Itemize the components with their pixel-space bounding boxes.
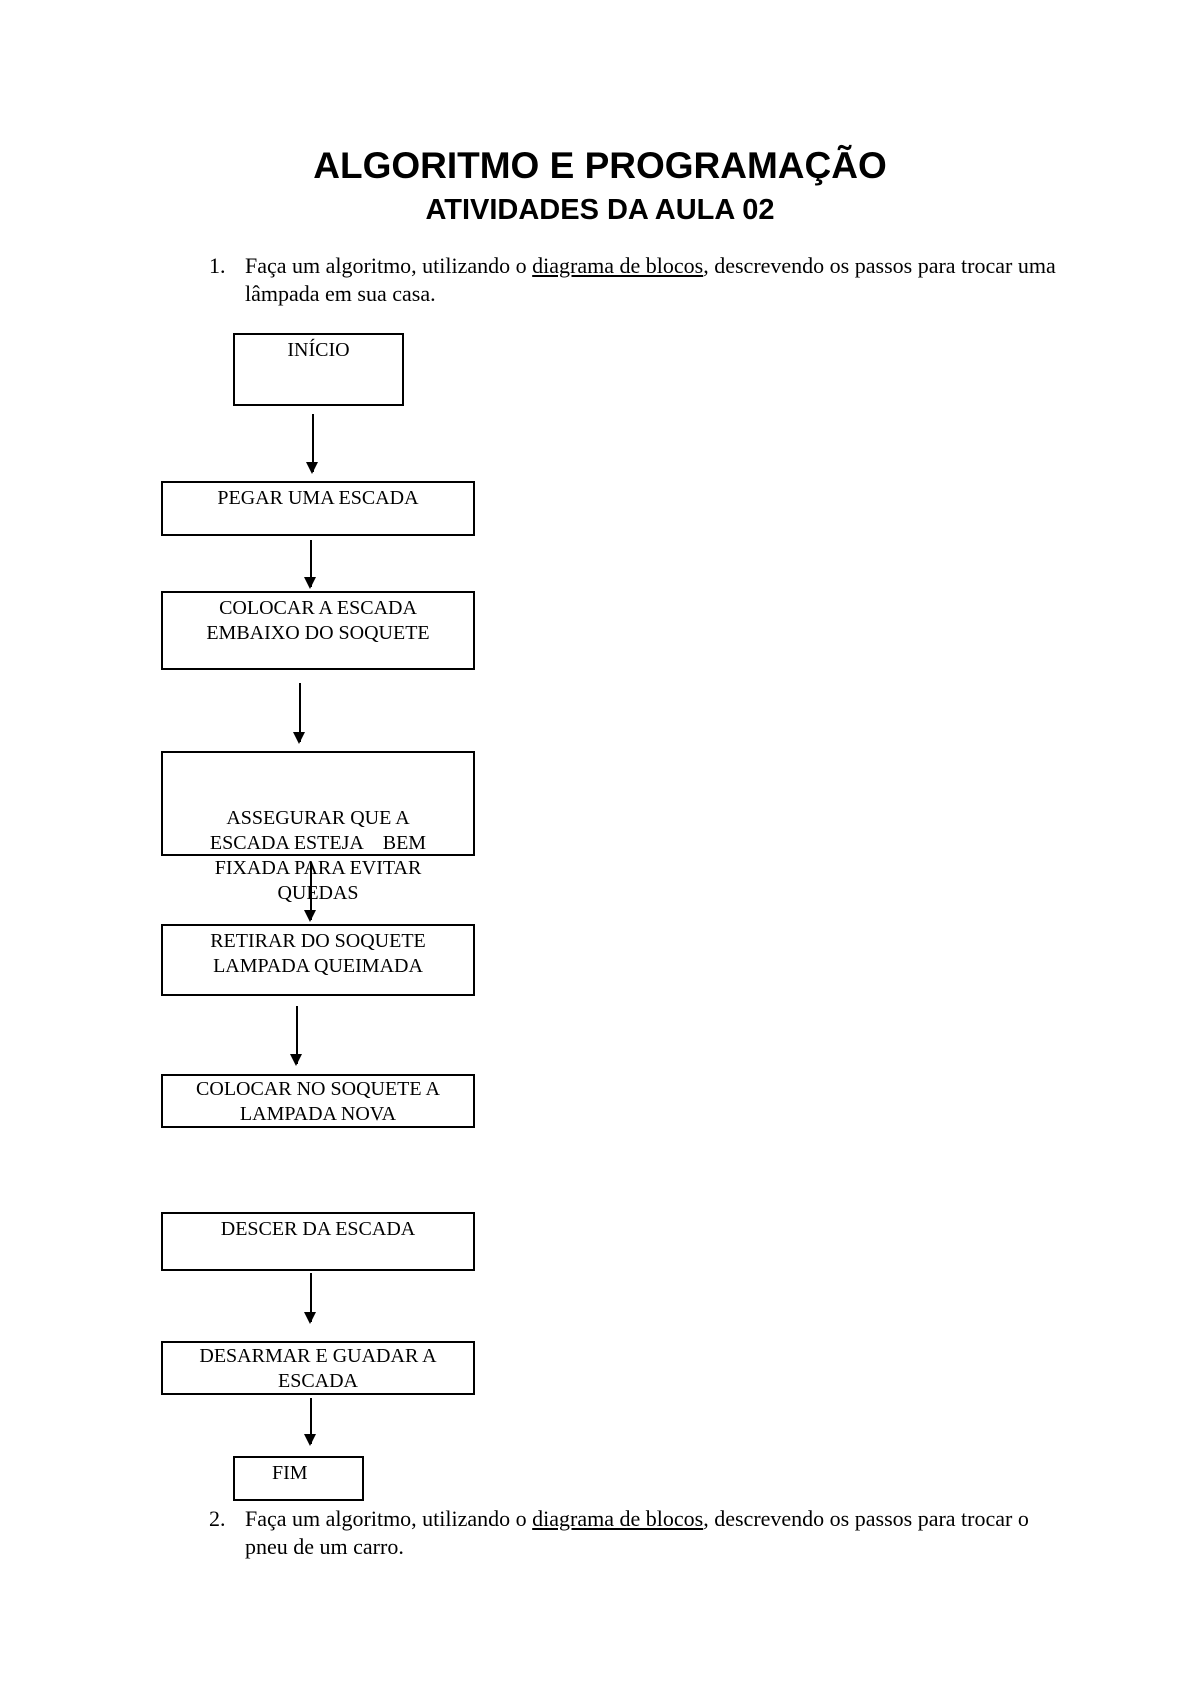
question-1: 1. Faça um algoritmo, utilizando o diagr… (209, 252, 1069, 312)
flow-step: ASSEGURAR QUE A ESCADA ESTEJA BEM FIXADA… (161, 751, 475, 904)
flow-step-end: FIM (233, 1456, 364, 1501)
question-text: Faça um algoritmo, utilizando o diagrama… (245, 253, 1056, 306)
question-2: 2. Faça um algoritmo, utilizando o diagr… (209, 1505, 1069, 1565)
flow-step: DESCER DA ESCADA (161, 1212, 475, 1271)
flow-arrow (304, 862, 316, 922)
flow-step: RETIRAR DO SOQUETE LAMPADA QUEIMADA (161, 924, 475, 996)
flow-step: COLOCAR NO SOQUETE A LAMPADA NOVA (161, 1074, 475, 1128)
flow-arrow (306, 414, 318, 474)
question-number: 1. (209, 253, 226, 278)
page-subtitle: ATIVIDADES DA AULA 02 (425, 194, 775, 226)
flow-step: PEGAR UMA ESCADA (161, 481, 475, 536)
question-text: Faça um algoritmo, utilizando o diagrama… (245, 1506, 1029, 1559)
flow-arrow (304, 1398, 316, 1446)
flow-arrow (304, 540, 316, 589)
flow-step: DESARMAR E GUADAR A ESCADA (161, 1341, 475, 1395)
flow-arrow (293, 683, 305, 744)
underlined-term: diagrama de blocos (532, 1506, 704, 1531)
flow-arrow (290, 1006, 302, 1066)
page-title: ALGORITMO E PROGRAMAÇÃO (313, 145, 887, 186)
flow-arrow (304, 1273, 316, 1324)
underlined-term: diagrama de blocos (532, 253, 704, 278)
flow-step-start: INÍCIO (233, 333, 404, 406)
question-number: 2. (209, 1506, 226, 1531)
flow-step: COLOCAR A ESCADA EMBAIXO DO SOQUETE (161, 591, 475, 670)
